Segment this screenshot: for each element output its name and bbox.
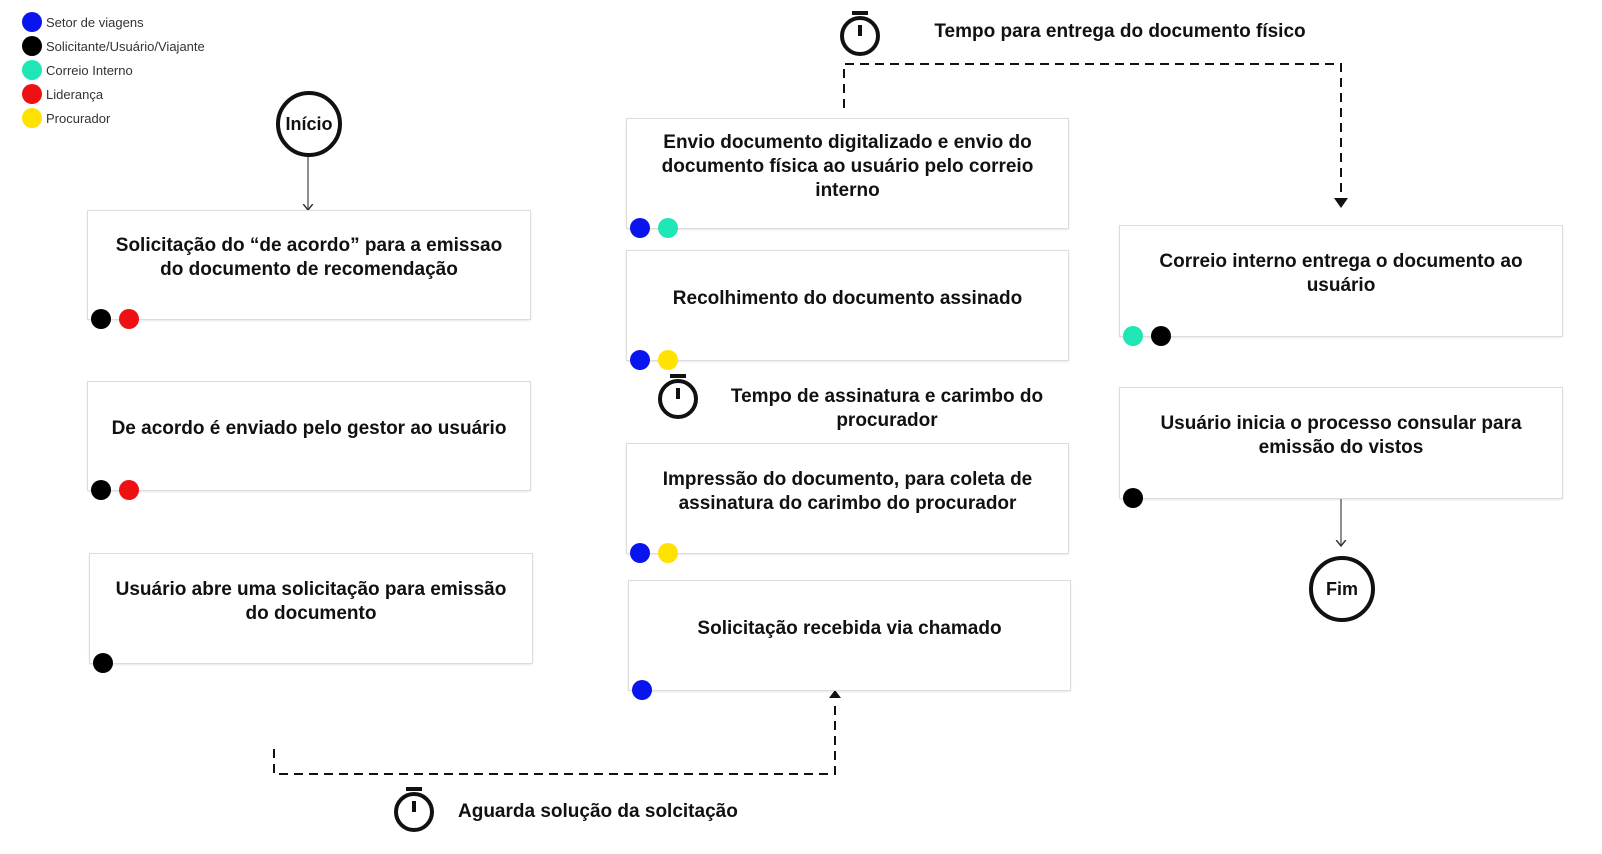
legend-item-setor-de-viagens: Setor de viagens [22,10,205,34]
step-text: Solicitação recebida via chamado [697,617,1002,639]
step-s5: Recolhimento do documento assinado [627,251,1068,370]
role-dots [630,543,678,563]
step-s3: Usuário abre uma solicitação para emissã… [90,554,532,673]
stopwatch-icon [394,787,434,832]
end-label: Fim [1325,578,1358,599]
legend: Setor de viagens Solicitante/Usuário/Via… [22,10,205,130]
legend-dot-correio [22,60,42,80]
end-node: Fim [1309,556,1375,622]
step-text: Correio interno entrega o documento ao u… [1159,251,1523,296]
step-text: Usuário inicia o processo consular para … [1160,413,1522,458]
step-s7: Solicitação recebida via chamado [629,581,1070,700]
role-dots [1123,488,1143,508]
step-text: De acordo é enviado pelo gestor ao usuár… [111,418,507,439]
step-s6: Impressão do documento, para coleta de a… [627,444,1068,563]
role-dot-solicitante [91,480,111,500]
role-dot-solicitante [91,309,111,329]
legend-item-correio-interno: Correio Interno [22,58,205,82]
role-dot-correio [658,218,678,238]
arrowhead-s7 [829,690,841,698]
step-s9: Usuário inicia o processo consular para … [1120,388,1562,508]
step-text: Impressão do documento, para coleta de a… [662,468,1033,514]
legend-item-solicitante: Solicitante/Usuário/Viajante [22,34,205,58]
legend-label: Correio Interno [46,62,133,78]
stopwatch-icon [840,11,880,56]
role-dots [93,653,113,673]
role-dot-setor [630,350,650,370]
legend-item-lideranca: Liderança [22,82,205,106]
legend-label: Setor de viagens [46,14,144,30]
role-dots [91,309,139,329]
step-text: Solicitação do “de acordo” para a emissa… [115,235,503,280]
role-dot-correio [1123,326,1143,346]
wait-note-w2: Tempo de assinatura e carimbo do procura… [730,386,1044,431]
legend-dot-lideranca [22,84,42,104]
step-s1: Solicitação do “de acordo” para a emissa… [88,211,530,329]
step-s2: De acordo é enviado pelo gestor ao usuár… [88,382,530,500]
legend-dot-solicitante [22,36,42,56]
legend-label: Solicitante/Usuário/Viajante [46,38,205,54]
legend-item-procurador: Procurador [22,106,205,130]
wait-note-w3: Aguarda solução da solcitação [458,801,738,822]
start-node: Início [276,91,342,157]
dashed-connector-s4-to-s8 [843,63,1342,196]
stopwatch-icon [658,374,698,419]
step-s8: Correio interno entrega o documento ao u… [1120,226,1562,346]
legend-label: Liderança [46,86,104,102]
step-text: Usuário abre uma solicitação para emissã… [115,578,507,624]
legend-label: Procurador [46,110,111,126]
role-dot-lideranca [119,309,139,329]
role-dot-setor [630,543,650,563]
role-dots [630,350,678,370]
legend-dot-procurador [22,108,42,128]
step-text: Envio documento digitalizado e envio do … [661,131,1034,201]
role-dots [1123,326,1171,346]
step-text: Recolhimento do documento assinado [672,287,1023,309]
role-dots [632,680,652,700]
dashed-connector-s3-to-s7 [273,700,836,775]
role-dot-setor [630,218,650,238]
legend-dot-setor [22,12,42,32]
wait-note-w1: Tempo para entrega do documento físico [934,21,1306,42]
role-dot-procurador [658,350,678,370]
start-label: Início [285,113,333,134]
role-dot-solicitante [1151,326,1171,346]
role-dot-setor [632,680,652,700]
step-s4: Envio documento digitalizado e envio do … [627,119,1068,238]
role-dot-lideranca [119,480,139,500]
role-dots [630,218,678,238]
role-dot-procurador [658,543,678,563]
role-dot-solicitante [93,653,113,673]
arrowhead-s8 [1334,198,1348,208]
role-dots [91,480,139,500]
role-dot-solicitante [1123,488,1143,508]
